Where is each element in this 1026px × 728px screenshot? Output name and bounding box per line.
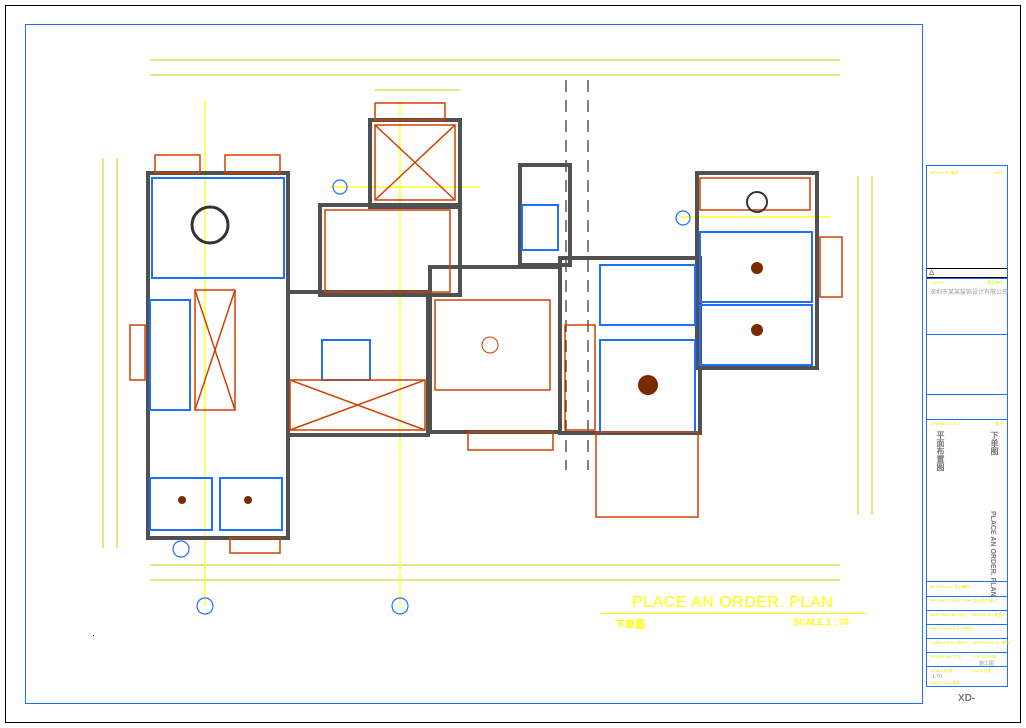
approved-by: APPROVED BY 审批 — [972, 640, 1010, 645]
client-label: CLIENT — [930, 280, 945, 285]
company-name: 深圳市某某装饰设计有限公司 — [930, 290, 1009, 296]
title-block: REVISION 修改 DATE △ CLIENT 建设单位 深圳市某某装饰设计… — [926, 165, 1010, 687]
design-no: DESIGN NO: 设计编号 — [930, 584, 971, 589]
drawing-title: PLACE AN ORDER. PLAN — [632, 594, 834, 611]
section-markers — [172, 179, 691, 615]
date-label: DATE — [993, 170, 1004, 175]
discipline: DISCIPLINE 专业 — [930, 654, 962, 659]
drawing-title-cn-label: 图 名 — [995, 421, 1005, 426]
drawing-scale: SCALE 1 : 70 — [793, 617, 850, 627]
sheet-number: XD- — [958, 693, 976, 704]
checked-by: CHECKED BY 校对人 — [930, 640, 970, 645]
project-direction: PROJECT DIRECTION 设计总负责人 — [930, 598, 997, 603]
dimension-lines — [102, 59, 873, 581]
walls — [146, 118, 819, 540]
revision-label: REVISION 修改 — [930, 170, 959, 175]
scale-label: SCALE 比例 — [930, 668, 953, 673]
drawing-title-label: DRAWING TITLE — [930, 421, 962, 426]
title-en: PLACE AN ORDER. PLAN — [989, 511, 996, 597]
drawing-frame — [25, 24, 923, 704]
date-field: DATE 日期 — [972, 668, 992, 673]
sheet-border — [5, 5, 1021, 723]
section-lines — [204, 100, 830, 605]
ceiling-details — [129, 102, 843, 554]
designed-by: DESIGNED BY 设计 — [930, 612, 967, 617]
title-cn-1: 平面布置图 — [936, 431, 945, 471]
drawn-by: DRAWN BY 绘图 — [972, 612, 1003, 617]
title-cn-2: 下单图 — [990, 431, 999, 455]
revision-marker: △ — [927, 268, 1007, 278]
ornaments — [178, 191, 768, 504]
status: STATUS 阶段 — [972, 654, 997, 659]
title-underline — [600, 613, 866, 614]
drawing-subtitle: 下单图 — [615, 620, 645, 631]
proofread-by: PROOFREAD BY 审核人 — [930, 626, 975, 631]
room-outlines — [149, 177, 813, 531]
client-cn-label: 建设单位 — [987, 280, 1003, 285]
triangle-icon: △ — [929, 269, 935, 276]
status-value: 施工图 — [979, 661, 995, 667]
scale-value: 1:70 — [932, 674, 942, 680]
sheet-no-label: SHEET NO. 图号 — [930, 680, 961, 685]
